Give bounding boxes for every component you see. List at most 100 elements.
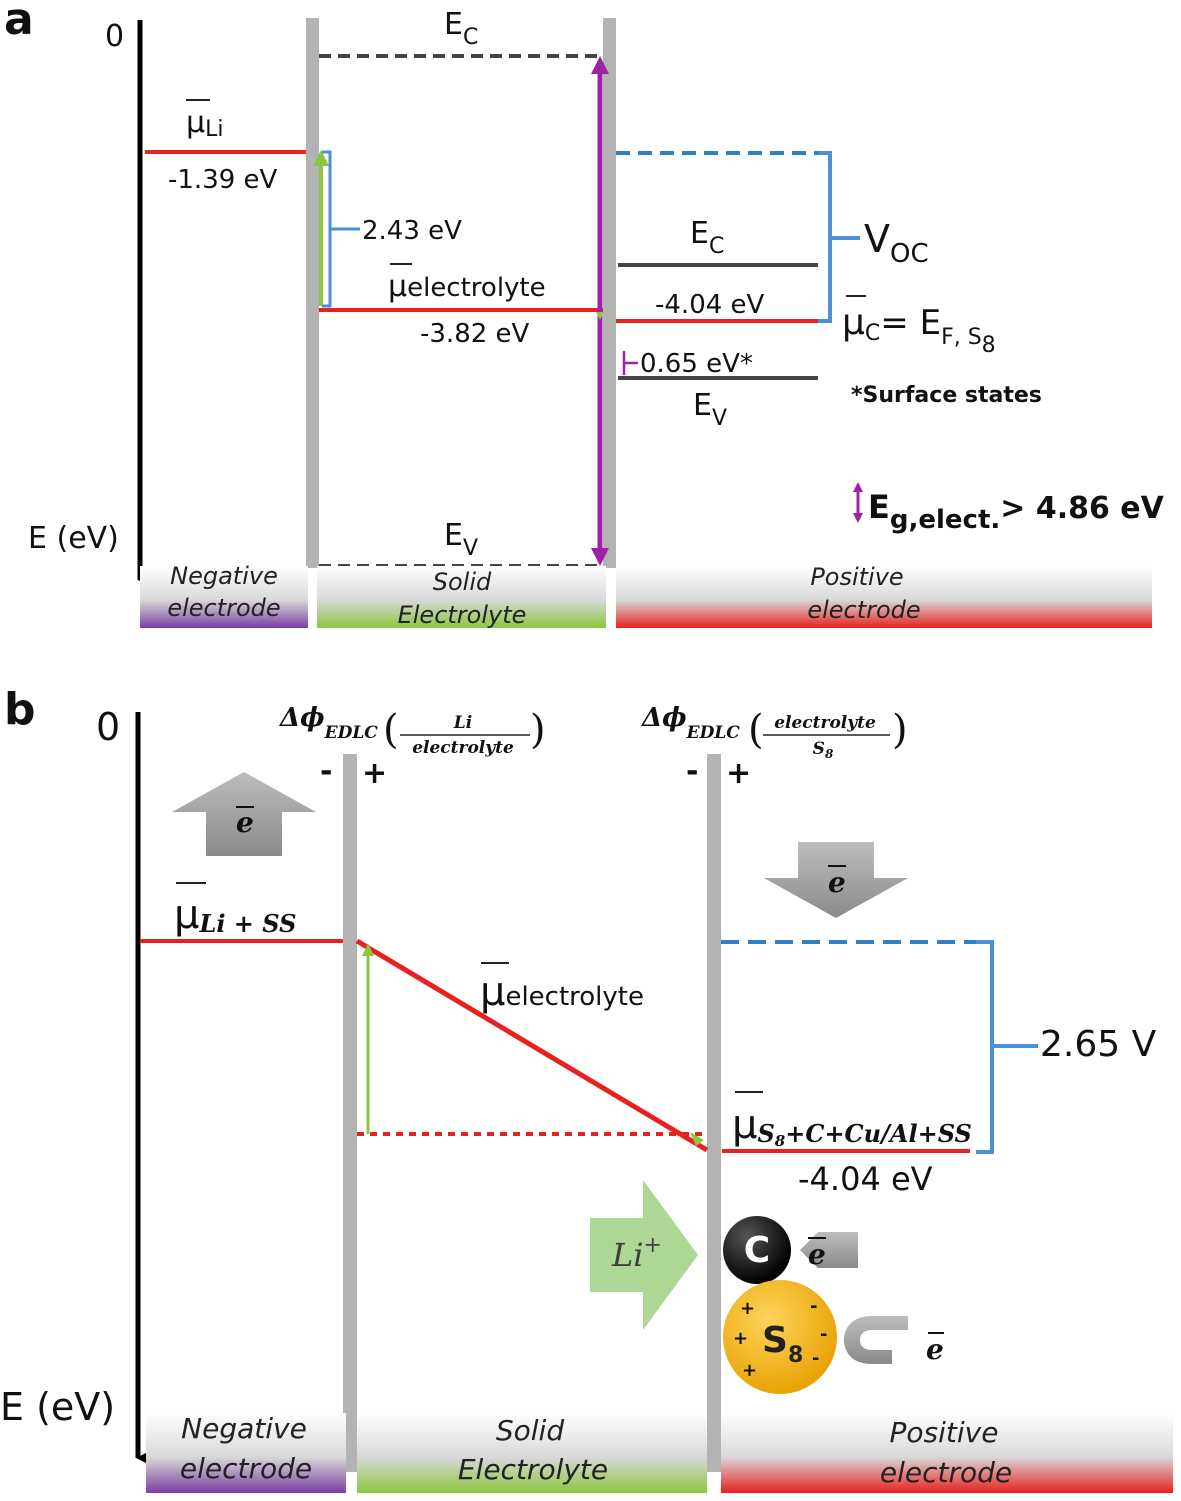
electron-label-down: e: [828, 866, 846, 899]
li-ion-label: Li+: [611, 1233, 662, 1274]
solid-label-a-2: Electrolyte: [398, 601, 527, 629]
label-cathode-ec: EC: [690, 216, 724, 259]
interface-bar-right-a: [603, 18, 616, 568]
solid-electrolyte-bar-a: [317, 566, 606, 628]
electron-up-arrow: [172, 772, 316, 856]
minus-right: -: [686, 754, 698, 789]
svg-text:S8: S8: [813, 739, 834, 761]
axis-zero-b: 0: [96, 705, 120, 749]
positive-label-b-2: electrode: [880, 1456, 1012, 1489]
negative-label-b-2: electrode: [180, 1452, 312, 1485]
svg-text:-: -: [820, 1324, 827, 1345]
panel-a: a 0 E (eV) EC EV μLi -1.39 eV 2.43 eV μe…: [4, 0, 1165, 629]
eg-arrow-head-bottom: [591, 548, 609, 566]
dphi-left-label: ΔϕEDLC ( Li electrolyte ): [278, 703, 546, 758]
svg-text:-: -: [812, 1348, 819, 1369]
svg-text:+: +: [733, 1328, 748, 1349]
svg-text:): ): [892, 707, 908, 753]
panel-b: b 0 E (eV) ΔϕEDLC ( Li electrolyte ) ΔϕE…: [0, 684, 1173, 1493]
mu-electrolyte-slope: [355, 938, 709, 1153]
green-marker-b: [690, 1132, 704, 1146]
eg-legend-arrow-bottom: [853, 513, 863, 523]
svg-text:+: +: [740, 1298, 755, 1319]
surface-states-note: *Surface states: [851, 383, 1042, 408]
interface-bar-left-a: [306, 18, 319, 568]
voltage-bracket-b: [976, 940, 1038, 1154]
panel-b-label: b: [4, 684, 36, 735]
electron-label-sulfur: e: [926, 1333, 944, 1366]
label-mu-c: μC= EF, S8: [842, 302, 996, 358]
svg-text:): ): [530, 707, 546, 753]
green-arrow-head: [313, 150, 329, 166]
gap-bracket-a: [322, 150, 360, 308]
solid-label-b-1: Solid: [496, 1414, 564, 1447]
sulfur-particle: [723, 1280, 837, 1394]
electron-label-carbon: e: [808, 1238, 826, 1271]
eg-legend-arrow-top: [853, 482, 863, 492]
carbon-particle: [723, 1216, 791, 1284]
svg-text:-: -: [810, 1296, 817, 1317]
label-ev-bottom: EV: [444, 518, 478, 561]
label-eg: Eg,elect.> 4.86 eV: [868, 488, 1165, 535]
negative-electrode-bar-a: [140, 566, 308, 628]
label-mu-s8: μS8+C+Cu/Al+SS: [732, 1102, 972, 1150]
svg-text:(: (: [383, 707, 399, 753]
interface-bar-right-b: [707, 754, 721, 1472]
surface-gap-value: 0.65 eV*: [640, 349, 753, 379]
mu-electrolyte-value-a: -3.82 eV: [420, 319, 530, 349]
negative-label-a-1: Negative: [170, 562, 278, 590]
label-mu-li: μLi: [186, 105, 223, 142]
positive-label-a-1: Positive: [810, 563, 903, 591]
positive-electrode-bar-a: [616, 566, 1152, 628]
electron-to-carbon-arrow: [800, 1232, 858, 1268]
label-mu-electrolyte-b: μelectrolyte: [480, 969, 644, 1015]
electron-return-arrow: [844, 1316, 908, 1364]
svg-text:Li: Li: [453, 713, 472, 733]
carbon-label: C: [744, 1230, 770, 1271]
mu-s8-value: -4.04 eV: [798, 1160, 933, 1198]
cathode-value-a: -4.04 eV: [655, 290, 765, 320]
dphi-right-label: ΔϕEDLC ( electrolyte S8 ): [640, 703, 908, 761]
svg-text:ΔϕEDLC: ΔϕEDLC: [278, 703, 378, 743]
svg-text:electrolyte: electrolyte: [774, 713, 876, 733]
minus-left: -: [320, 754, 332, 789]
plus-right: +: [726, 756, 751, 791]
solid-label-b-2: Electrolyte: [458, 1453, 608, 1486]
negative-label-b-1: Negative: [181, 1412, 307, 1445]
positive-label-a-2: electrode: [807, 596, 920, 624]
sulfur-label: S8: [762, 1320, 803, 1368]
solid-electrolyte-bar-b: [357, 1413, 707, 1493]
green-arrow-head-b: [362, 943, 374, 956]
label-mu-li-ss: μLi + SS: [174, 892, 296, 938]
solid-label-a-1: Solid: [433, 568, 492, 596]
interface-bar-left-b: [343, 754, 357, 1472]
axis-label-b: E (eV): [0, 1385, 115, 1429]
electron-label-up: e: [236, 806, 254, 839]
label-cathode-ev: EV: [693, 388, 727, 431]
li-ion-arrow: [590, 1180, 698, 1330]
green-marker-a: [596, 312, 604, 320]
label-voc: VOC: [864, 217, 929, 269]
gap-value-a: 2.43 eV: [362, 216, 462, 246]
panel-a-label: a: [4, 0, 34, 45]
electron-down-arrow: [764, 842, 908, 918]
positive-label-b-1: Positive: [890, 1416, 999, 1449]
svg-text:+: +: [742, 1360, 757, 1381]
label-ec-top: EC: [444, 7, 478, 50]
svg-text:electrolyte: electrolyte: [412, 738, 514, 758]
svg-text:ΔϕEDLC: ΔϕEDLC: [640, 703, 740, 743]
svg-text:(: (: [748, 707, 764, 753]
axis-zero-a: 0: [105, 19, 124, 54]
sulfur-charges: + + + - - -: [733, 1296, 827, 1381]
voltage-value: 2.65 V: [1040, 1024, 1157, 1065]
label-mu-electrolyte-a: μelectrolyte: [388, 269, 546, 304]
positive-electrode-bar-b: [721, 1413, 1173, 1493]
plus-left: +: [362, 756, 387, 791]
eg-arrow-head-top: [591, 56, 609, 74]
mu-li-value: -1.39 eV: [168, 165, 278, 195]
negative-electrode-bar-b: [146, 1413, 346, 1493]
voc-bracket: [818, 151, 860, 323]
negative-label-a-2: electrode: [167, 594, 280, 622]
axis-label-a: E (eV): [28, 521, 119, 556]
